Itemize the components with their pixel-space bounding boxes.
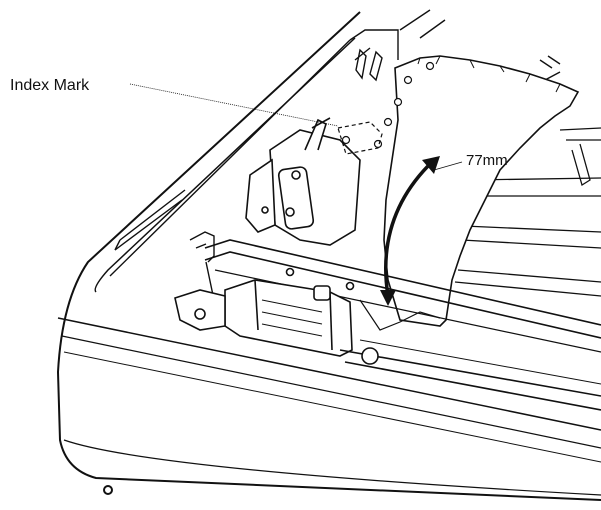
index-mark-label: Index Mark	[10, 77, 90, 94]
leader-lines	[129, 83, 463, 171]
distance-label: 77mm	[466, 152, 508, 169]
tractor-unit	[245, 117, 361, 246]
carriage-shaft	[339, 339, 601, 411]
case-inner-wall	[109, 29, 399, 277]
rear-guide-rails	[399, 9, 561, 81]
continuous-paper	[341, 55, 580, 327]
print-head-carriage	[174, 279, 353, 357]
mounting-tabs	[355, 48, 383, 82]
printer-case	[56, 11, 601, 501]
index-mark-outline	[337, 121, 383, 155]
tractor-holes	[341, 61, 435, 149]
